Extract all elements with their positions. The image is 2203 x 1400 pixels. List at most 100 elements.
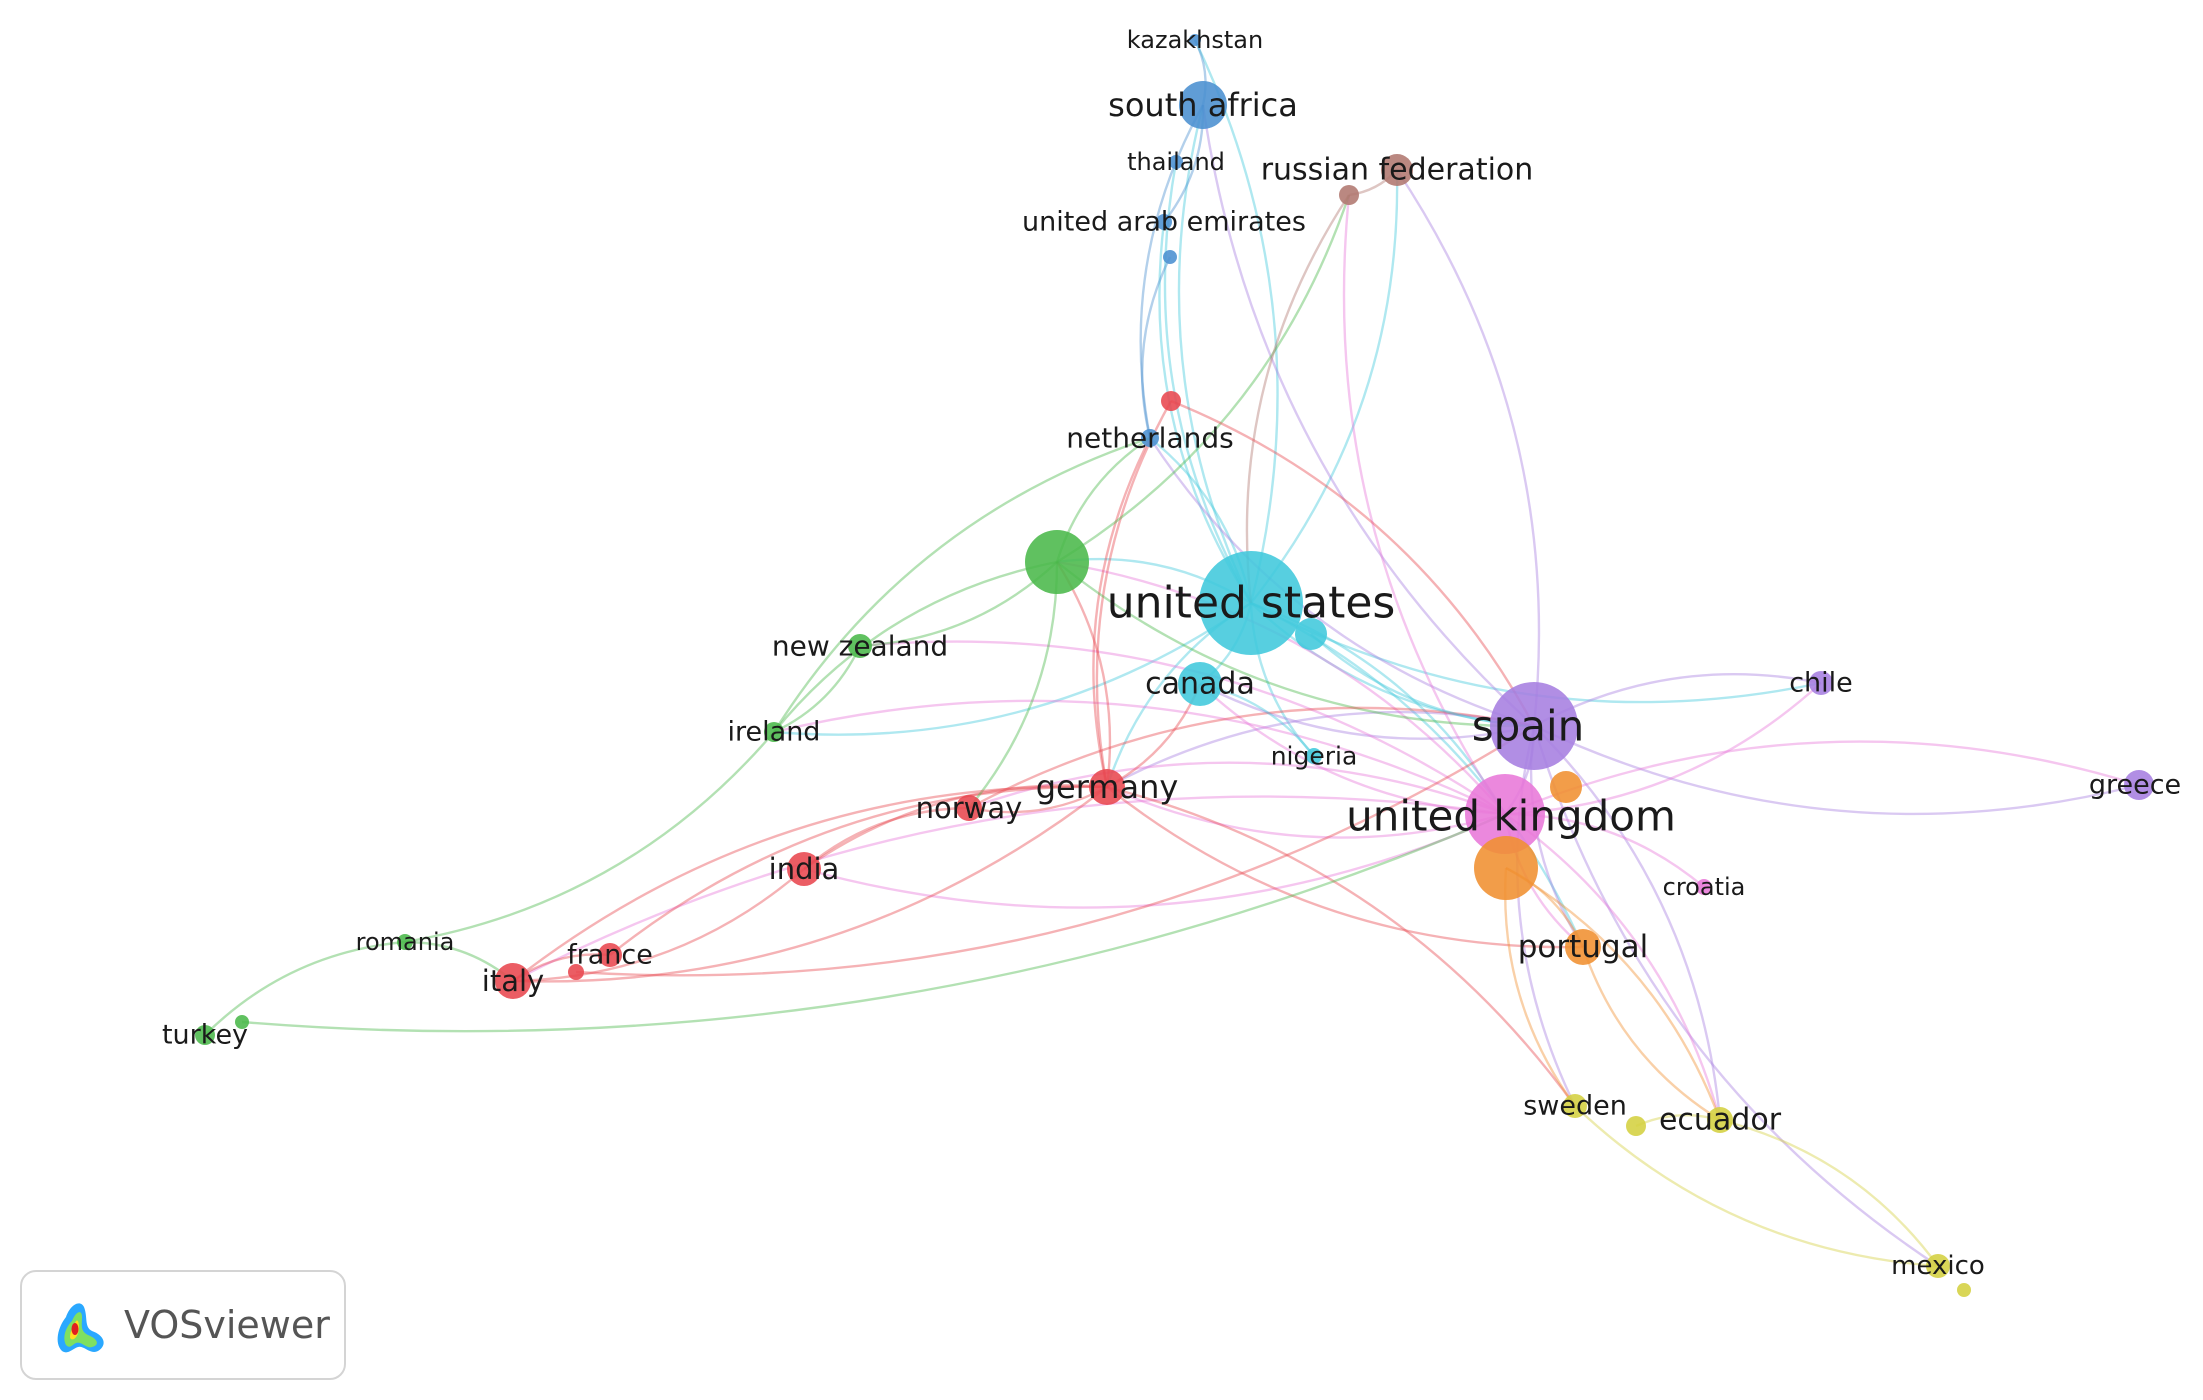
link-spain-greece — [1533, 724, 2140, 816]
node-russia-b[interactable] — [1339, 185, 1359, 205]
node-cyan-small[interactable] — [1295, 618, 1327, 650]
label-portugal: portugal — [1518, 929, 1648, 965]
node-spain[interactable] — [1490, 682, 1578, 770]
node-orange-big[interactable] — [1474, 836, 1538, 900]
link-green_big-russia_b — [1056, 194, 1351, 564]
node-kazakhstan[interactable] — [1189, 34, 1201, 46]
link-sweden-mexico — [1574, 1105, 1939, 1268]
link-united_kingdom-chile — [1504, 682, 1822, 816]
node-france-b[interactable] — [568, 964, 584, 980]
link-ecuador-mexico — [1719, 1118, 1939, 1267]
node-turkey[interactable] — [195, 1025, 215, 1045]
node-turkey-b[interactable] — [235, 1015, 249, 1029]
node-romania[interactable] — [397, 934, 413, 950]
node-russia[interactable] — [1381, 154, 1413, 186]
link-france_b-spain — [575, 724, 1535, 977]
link-spain-canada — [1199, 682, 1535, 740]
node-yellow-mid[interactable] — [1626, 1116, 1646, 1136]
link-united_kingdom-germany — [1106, 785, 1506, 839]
link-ireland-netherlands — [772, 436, 1151, 733]
label-russia: russian federation — [1261, 153, 1534, 188]
link-germany-italy — [512, 786, 1108, 983]
link-orange_big-sweden — [1504, 867, 1576, 1107]
label-germany: germany — [1036, 768, 1179, 806]
node-sweden[interactable] — [1563, 1094, 1587, 1118]
link-russia_b-united_states — [1245, 194, 1351, 604]
label-thailand: thailand — [1127, 148, 1225, 176]
link-italy-germany — [512, 785, 1108, 982]
node-nigeria[interactable] — [1306, 748, 1322, 764]
link-spain-germany — [1106, 710, 1535, 789]
node-green-big[interactable] — [1025, 530, 1089, 594]
link-united_kingdom-ecuador — [1504, 813, 1722, 1121]
link-germany-sweden — [1106, 785, 1576, 1107]
link-green_big-norway — [968, 561, 1059, 809]
node-thailand[interactable] — [1169, 155, 1183, 169]
link-united_states-russia — [1250, 169, 1399, 604]
node-croatia[interactable] — [1696, 879, 1712, 895]
link-norway-spain — [968, 706, 1535, 810]
link-orange_big-ecuador — [1505, 866, 1722, 1121]
node-uae[interactable] — [1156, 214, 1172, 230]
label-chile: chile — [1789, 668, 1853, 699]
link-united_kingdom-canada — [1199, 683, 1506, 816]
node-south-africa[interactable] — [1179, 81, 1227, 129]
node-new-zealand[interactable] — [848, 634, 872, 658]
link-uae_dot-netherlands — [1140, 256, 1172, 439]
link-spain-netherlands — [1148, 437, 1535, 728]
node-france[interactable] — [598, 943, 622, 967]
label-ecuador: ecuador — [1659, 1103, 1782, 1138]
node-greece[interactable] — [2124, 770, 2154, 800]
node-mexico[interactable] — [1926, 1254, 1950, 1278]
link-south_africa-netherlands — [1139, 104, 1205, 439]
link-united_states-south_africa — [1177, 104, 1253, 604]
link-spain-south_africa — [1201, 104, 1535, 727]
node-netherlands[interactable] — [1141, 429, 1159, 447]
node-canada[interactable] — [1178, 662, 1222, 706]
link-norway-india — [803, 806, 970, 870]
link-red_top-spain — [1170, 399, 1536, 727]
node-germany[interactable] — [1089, 769, 1125, 805]
node-norway[interactable] — [956, 795, 982, 821]
node-orange-small[interactable] — [1550, 771, 1582, 803]
node-ecuador[interactable] — [1707, 1107, 1733, 1133]
vosviewer-logo-icon — [57, 1303, 104, 1353]
link-united_kingdom-russia_b — [1342, 194, 1506, 815]
link-spain-sweden — [1516, 725, 1577, 1107]
node-layer — [195, 34, 2154, 1297]
node-ireland[interactable] — [764, 722, 784, 742]
link-green_big-ireland — [773, 560, 1058, 733]
label-netherlands: netherlands — [1066, 422, 1233, 455]
link-romania-turkey — [204, 940, 406, 1036]
link-united_states-ireland — [773, 602, 1252, 736]
vosviewer-logo-text: VOSviewer — [124, 1303, 330, 1347]
label-greece: greece — [2089, 770, 2181, 801]
label-france: france — [567, 940, 653, 971]
node-mexico-b[interactable] — [1957, 1283, 1971, 1297]
label-kazakhstan: kazakhstan — [1127, 26, 1263, 54]
label-india: india — [769, 852, 840, 886]
label-croatia: croatia — [1663, 873, 1746, 901]
node-chile[interactable] — [1809, 671, 1833, 695]
link-united_states-kazakhstan — [1193, 39, 1279, 604]
link-united_kingdom-norway — [968, 761, 1506, 816]
link-italy-india — [512, 868, 805, 983]
link-united_kingdom-greece — [1504, 740, 2140, 816]
link-united_kingdom-italy — [512, 795, 1506, 983]
node-portugal[interactable] — [1565, 929, 1601, 965]
label-italy: italy — [482, 964, 544, 998]
node-uae-dot[interactable] — [1163, 250, 1177, 264]
node-united-states[interactable] — [1199, 551, 1303, 655]
node-italy[interactable] — [495, 963, 531, 999]
link-spain-ecuador — [1533, 725, 1722, 1121]
label-uae: united arab emirates — [1022, 207, 1306, 238]
node-india[interactable] — [787, 852, 821, 886]
label-ireland: ireland — [728, 717, 821, 748]
label-norway: norway — [916, 791, 1023, 825]
node-united-kingdom[interactable] — [1465, 774, 1545, 854]
label-nigeria: nigeria — [1271, 742, 1358, 771]
node-red-top[interactable] — [1161, 391, 1181, 411]
label-spain: spain — [1472, 702, 1585, 751]
